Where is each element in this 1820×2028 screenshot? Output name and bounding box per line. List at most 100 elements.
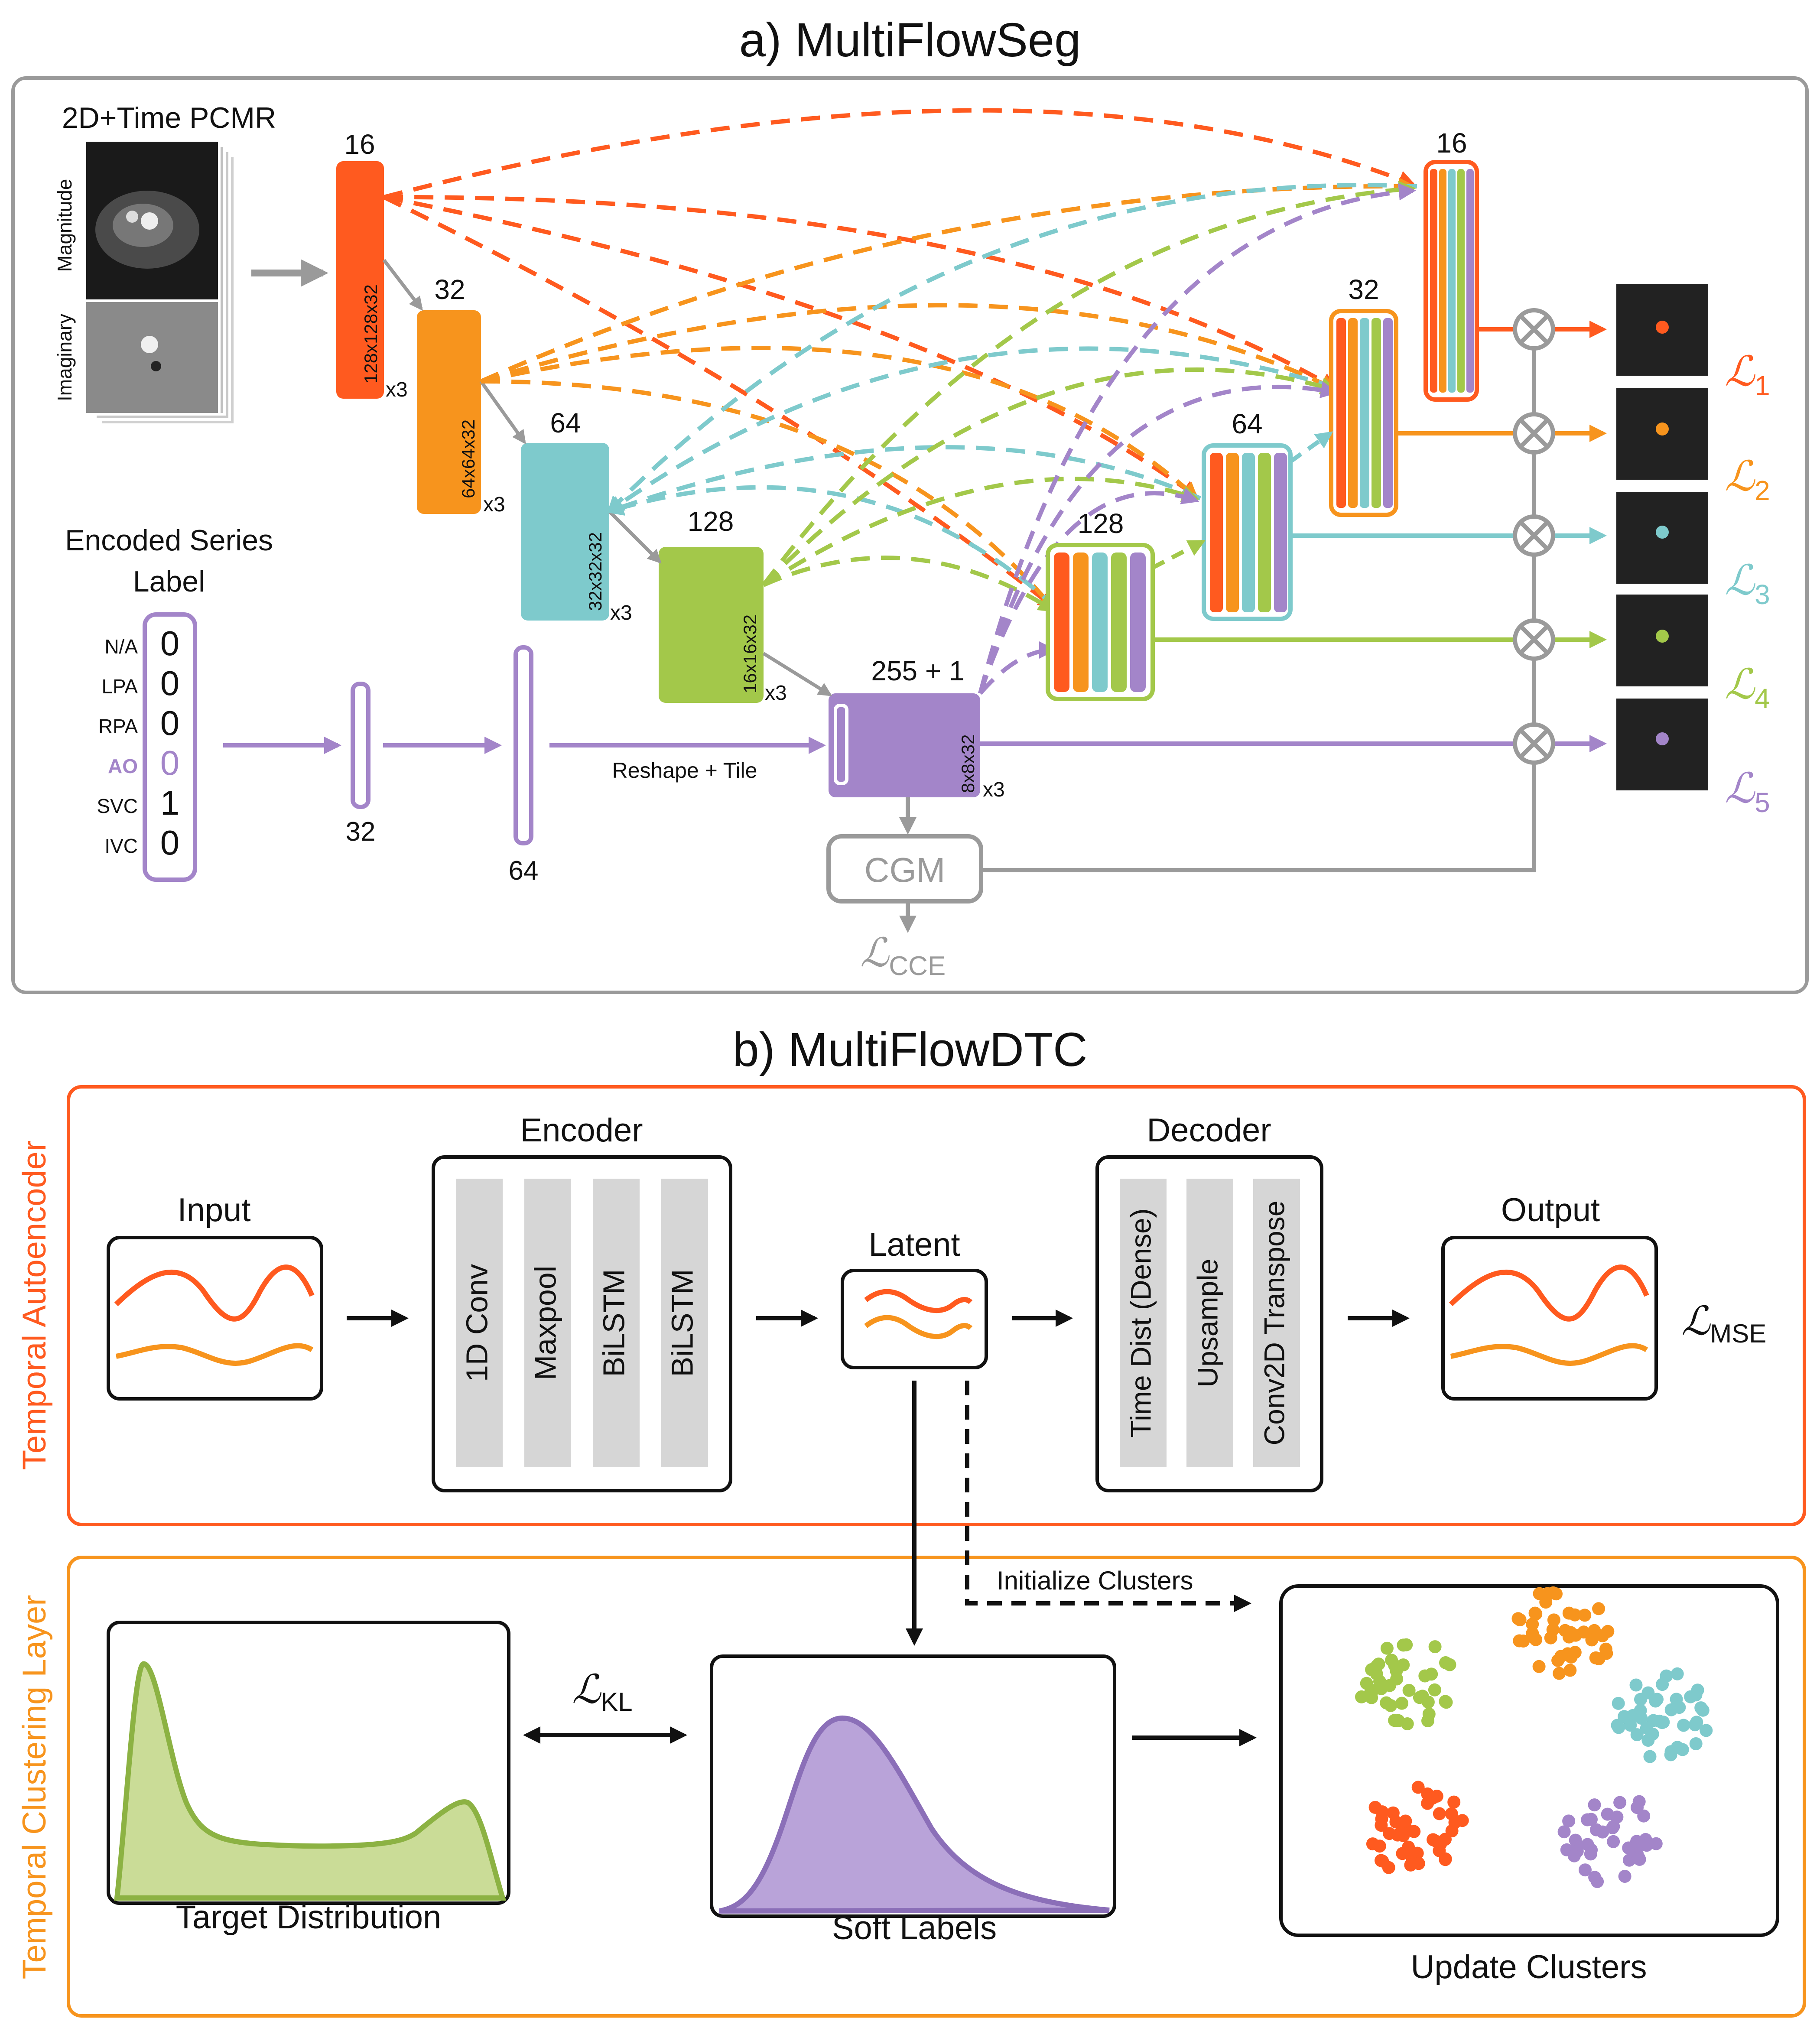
cluster-point-red [1395,1825,1408,1838]
cluster-point-purple [1581,1813,1594,1826]
cluster-point-green [1385,1654,1398,1667]
pcmr-input-label: 2D+Time PCMR [62,101,276,134]
cluster-point-red [1434,1837,1447,1851]
loss-2: ℒ2 [1725,452,1770,506]
cluster-point-orange [1592,1652,1606,1665]
cluster-point-teal [1677,1719,1690,1732]
enc2-repeat: x3 [483,493,505,516]
ae-output-label: Output [1501,1192,1600,1228]
cluster-point-purple [1607,1835,1620,1848]
series-val-ivc: 0 [160,823,180,862]
encoder-block-2: 32 64x64x32 x3 [417,274,505,516]
svg-text:Maxpool: Maxpool [528,1266,562,1381]
decoder-up-arrows [1151,431,1333,570]
cluster-point-red [1375,1805,1389,1819]
cluster-point-purple [1637,1809,1651,1823]
cluster-point-orange [1596,1629,1609,1642]
cgm-box [826,834,983,904]
mse-loss: ℒMSE [1681,1298,1766,1348]
cluster-point-teal [1629,1678,1643,1692]
multiply-node-3 [1513,514,1555,557]
ae-latent-label: Latent [868,1226,960,1263]
enc1-repeat: x3 [386,378,408,401]
series-name-rpa: RPA [98,715,138,738]
cluster-point-orange [1568,1646,1582,1659]
cce-loss: ℒCCE [860,930,946,981]
cluster-point-green [1390,1672,1404,1686]
cluster-point-teal [1694,1701,1708,1715]
cluster-point-purple [1613,1796,1627,1809]
update-clusters-label: Update Clusters [1411,1949,1647,1986]
skip-connections [383,108,1417,695]
encoder-block-3: 64 32x32x32 x3 [521,407,632,624]
multiply-node-2 [1513,412,1555,455]
imaginary-image [84,299,221,416]
cluster-point-purple [1579,1863,1592,1877]
dec64-channels: 64 [1232,408,1262,439]
mask-5 [1616,699,1708,790]
imaginary-label: Imaginary [53,314,76,401]
cluster-point-red [1383,1827,1396,1840]
cluster-point-red [1445,1824,1459,1838]
cluster-point-red [1433,1807,1446,1820]
cluster-point-teal [1611,1719,1624,1732]
dense-64 [514,645,533,845]
enc-layer-1dconv [456,1179,503,1467]
cluster-point-green [1395,1696,1408,1710]
label-dense-path [223,645,826,845]
cluster-point-purple [1618,1870,1632,1883]
dec128-channels: 128 [1078,508,1124,539]
cluster-point-orange [1550,1587,1563,1601]
loss-4: ℒ4 [1725,660,1770,714]
enc2-channels: 32 [434,274,465,305]
temporal-autoencoder-label: Temporal Autoencoder [16,1141,53,1470]
cluster-point-teal [1634,1704,1647,1717]
cluster-point-orange [1528,1606,1542,1620]
cluster-point-red [1389,1815,1403,1829]
svg-text:BiLSTM: BiLSTM [665,1269,699,1377]
cluster-point-orange [1558,1624,1572,1637]
cluster-point-red [1399,1814,1412,1828]
cluster-point-purple [1589,1823,1603,1836]
cluster-point-teal [1653,1714,1666,1728]
ae-input-box [107,1236,323,1401]
dense-32-units: 32 [346,817,376,847]
cluster-point-green [1370,1667,1383,1680]
cluster-point-purple [1557,1825,1571,1839]
segmentation-losses: ℒ1 ℒ2 ℒ3 ℒ4 ℒ5 [1725,347,1770,818]
cluster-point-green [1402,1684,1416,1697]
cluster-point-purple [1607,1820,1620,1833]
cluster-point-purple [1601,1807,1614,1821]
pcmr-image-stack [84,139,236,426]
cluster-point-green [1440,1696,1453,1709]
enc3-dims: 32x32x32 [585,532,605,611]
cluster-point-green [1428,1683,1441,1696]
cluster-point-red [1410,1846,1424,1860]
cluster-point-red [1412,1857,1425,1870]
cluster-point-orange [1532,1660,1546,1673]
svg-text:1D Conv: 1D Conv [460,1264,494,1382]
svg-text:Upsample: Upsample [1191,1258,1223,1387]
cluster-point-green [1384,1699,1398,1712]
cluster-point-purple [1649,1837,1663,1850]
enc4-repeat: x3 [765,682,787,705]
bottleneck-repeat: x3 [983,778,1005,801]
cluster-point-orange [1547,1613,1560,1627]
cluster-point-purple [1584,1847,1597,1861]
svg-text:Time Dist (Dense): Time Dist (Dense) [1124,1208,1157,1437]
cluster-point-teal [1651,1693,1664,1706]
target-distribution-fill [114,1661,507,1901]
svg-text:BiLSTM: BiLSTM [597,1269,630,1377]
series-label-title-line2: Label [133,565,205,598]
output-lines [980,321,1607,752]
cluster-point-teal [1630,1728,1644,1742]
cluster-point-green [1439,1656,1452,1669]
cluster-point-red [1456,1814,1469,1827]
cluster-point-orange [1544,1631,1557,1644]
part-b-title: b) MultiFlowDTC [733,1023,1088,1076]
enc-layer-maxpool [524,1179,571,1467]
cluster-point-teal [1656,1678,1669,1691]
ae-output-box [1441,1236,1658,1401]
cluster-point-orange [1517,1635,1530,1648]
